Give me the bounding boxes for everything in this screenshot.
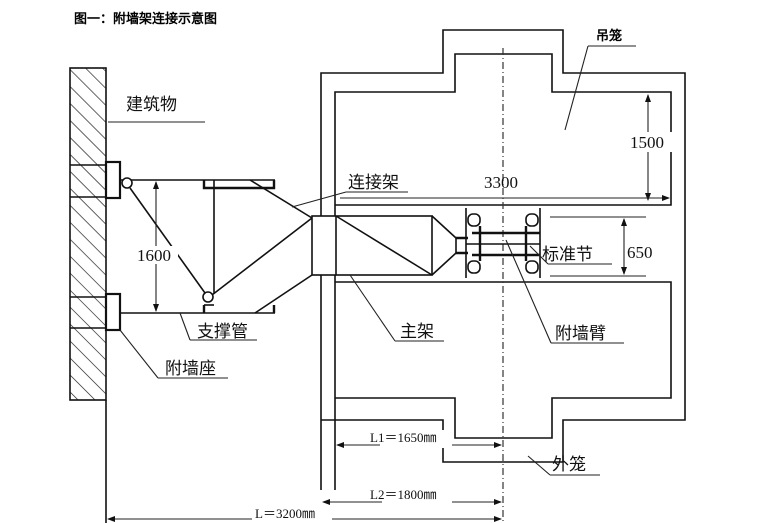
standard-section <box>465 208 541 278</box>
dimension-L1: L1＝1650㎜ <box>336 430 502 448</box>
dimension-L: L＝3200㎜ <box>107 505 502 522</box>
svg-text:1500: 1500 <box>630 133 664 152</box>
dimension-1600: 1600 <box>136 181 178 312</box>
svg-text:650: 650 <box>627 243 653 262</box>
support-tube-truss <box>120 177 313 314</box>
cage-label: 吊笼 <box>564 28 636 131</box>
svg-text:连接架: 连接架 <box>348 173 399 193</box>
wall-seat-lower <box>70 292 122 332</box>
svg-text:支撑管: 支撑管 <box>197 322 248 342</box>
outer-cage-label: 外笼 <box>527 455 600 476</box>
connector-frame-label: 连接架 <box>291 173 408 208</box>
svg-text:L1＝1650㎜: L1＝1650㎜ <box>370 430 436 445</box>
svg-text:3300: 3300 <box>484 173 518 192</box>
diagram-title: 图一：附墙架连接示意图 <box>74 11 217 27</box>
building-wall <box>69 67 107 523</box>
svg-text:外笼: 外笼 <box>552 455 586 475</box>
building-label: 建筑物 <box>108 95 205 123</box>
dimension-3300: 3300 <box>340 173 670 201</box>
cage-upper <box>334 53 672 490</box>
svg-text:标准节: 标准节 <box>542 245 593 265</box>
dimension-L2: L2＝1800㎜ <box>322 486 502 505</box>
svg-text:建筑物: 建筑物 <box>126 95 177 115</box>
svg-text:吊笼: 吊笼 <box>596 28 622 44</box>
support-tube-label: 支撑管 <box>179 312 257 342</box>
main-frame <box>311 215 468 276</box>
cage-lower <box>335 281 672 439</box>
dimension-650: 650 <box>550 216 653 277</box>
svg-text:附墙座: 附墙座 <box>165 359 216 379</box>
svg-text:附墙臂: 附墙臂 <box>555 324 606 344</box>
wall-seat-label: 附墙座 <box>119 329 228 379</box>
svg-text:L＝3200㎜: L＝3200㎜ <box>255 506 315 521</box>
outer-cage <box>320 29 686 490</box>
svg-text:1600: 1600 <box>137 246 171 265</box>
main-frame-label: 主架 <box>349 274 444 342</box>
standard-section-label: 标准节 <box>529 245 612 265</box>
svg-text:主架: 主架 <box>400 322 434 342</box>
wall-arm-label: 附墙臂 <box>505 239 624 344</box>
svg-text:L2＝1800㎜: L2＝1800㎜ <box>370 487 436 502</box>
dimension-1500: 1500 <box>628 94 672 201</box>
